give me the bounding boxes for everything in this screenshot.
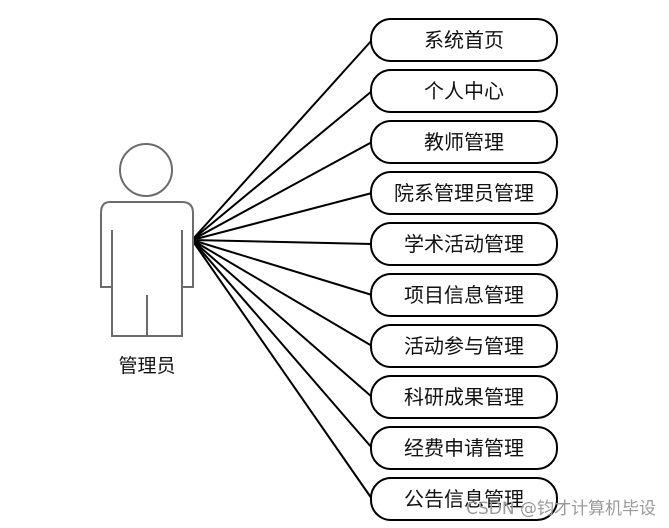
use-case-ellipse (370, 222, 558, 266)
use-case: 项目信息管理 (370, 273, 558, 317)
use-case-label: 院系管理员管理 (394, 181, 534, 205)
watermark: CSDN @钧才计算机毕设 (466, 499, 656, 519)
association-line (191, 90, 373, 241)
association-lines (191, 39, 373, 500)
use-case-ellipse (370, 324, 558, 368)
use-case-ellipse (370, 426, 558, 470)
use-case: 系统首页 (370, 18, 558, 62)
use-case-ellipse (370, 18, 558, 62)
use-case-label: 科研成果管理 (404, 385, 524, 409)
use-case-label: 公告信息管理 (404, 487, 524, 511)
use-case-ellipse (370, 477, 558, 521)
actor-figure (100, 143, 194, 337)
use-case-label: 项目信息管理 (404, 283, 524, 307)
association-line (191, 239, 373, 347)
use-case: 个人中心 (370, 69, 558, 113)
association-line (191, 239, 373, 245)
association-line (191, 39, 373, 241)
association-line (191, 239, 373, 296)
use-case-ellipse (370, 120, 558, 164)
actor-head (119, 143, 173, 197)
use-case-label: 经费申请管理 (404, 436, 524, 460)
use-case-ellipse (370, 69, 558, 113)
use-case: 经费申请管理 (370, 426, 558, 470)
use-case: 活动参与管理 (370, 324, 558, 368)
association-line (191, 239, 373, 449)
use-case-label: 学术活动管理 (404, 232, 524, 256)
use-case: 教师管理 (370, 120, 558, 164)
association-line (191, 239, 373, 500)
use-case-ellipse (370, 375, 558, 419)
actor-body (100, 201, 194, 337)
use-case-label: 活动参与管理 (404, 334, 524, 358)
use-case-ellipse (370, 273, 558, 317)
use-case: 院系管理员管理 (370, 171, 558, 215)
association-line (191, 141, 373, 241)
use-case: 科研成果管理 (370, 375, 558, 419)
use-case: 公告信息管理 (370, 477, 558, 521)
association-line (191, 192, 373, 241)
use-case-label: 个人中心 (424, 79, 504, 103)
use-case-label: 系统首页 (424, 28, 504, 52)
association-line (191, 239, 373, 398)
actor-label: 管理员 (118, 355, 175, 377)
use-case-ellipse (370, 171, 558, 215)
use-case-list: 系统首页个人中心教师管理院系管理员管理学术活动管理项目信息管理活动参与管理科研成… (370, 18, 558, 521)
use-case-label: 教师管理 (424, 130, 504, 154)
use-case: 学术活动管理 (370, 222, 558, 266)
